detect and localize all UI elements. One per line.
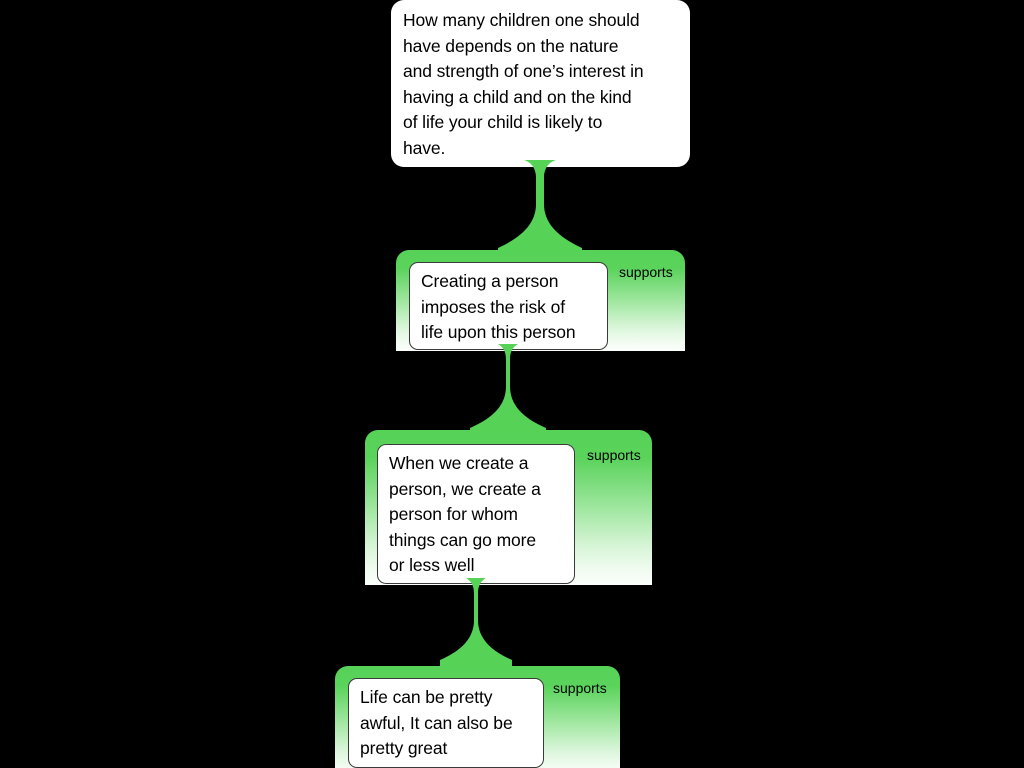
claim-text-1: Creating a person imposes the risk of li…: [421, 271, 576, 343]
relation-label-supports-2: supports: [587, 447, 641, 463]
claim-box-1[interactable]: Creating a person imposes the risk of li…: [409, 262, 608, 350]
claim-box-2[interactable]: When we create a person, we create a per…: [377, 444, 575, 584]
relation-label-supports-3: supports: [553, 680, 607, 696]
claim-text-3: Life can be pretty awful, It can also be…: [360, 687, 513, 759]
relation-label-supports-1: supports: [619, 264, 673, 280]
root-claim-node[interactable]: How many children one should have depend…: [391, 0, 690, 167]
connector-shape: [440, 578, 512, 668]
claim-box-3[interactable]: Life can be pretty awful, It can also be…: [348, 678, 544, 768]
connector-node-1-to-node-2: [470, 344, 546, 436]
connector-shape: [498, 160, 582, 256]
connector-shape: [470, 344, 546, 436]
connector-node-2-to-node-3: [440, 578, 512, 668]
connector-root-to-node-1: [498, 160, 582, 256]
claim-text-2: When we create a person, we create a per…: [389, 453, 541, 576]
root-claim-text: How many children one should have depend…: [403, 10, 644, 158]
